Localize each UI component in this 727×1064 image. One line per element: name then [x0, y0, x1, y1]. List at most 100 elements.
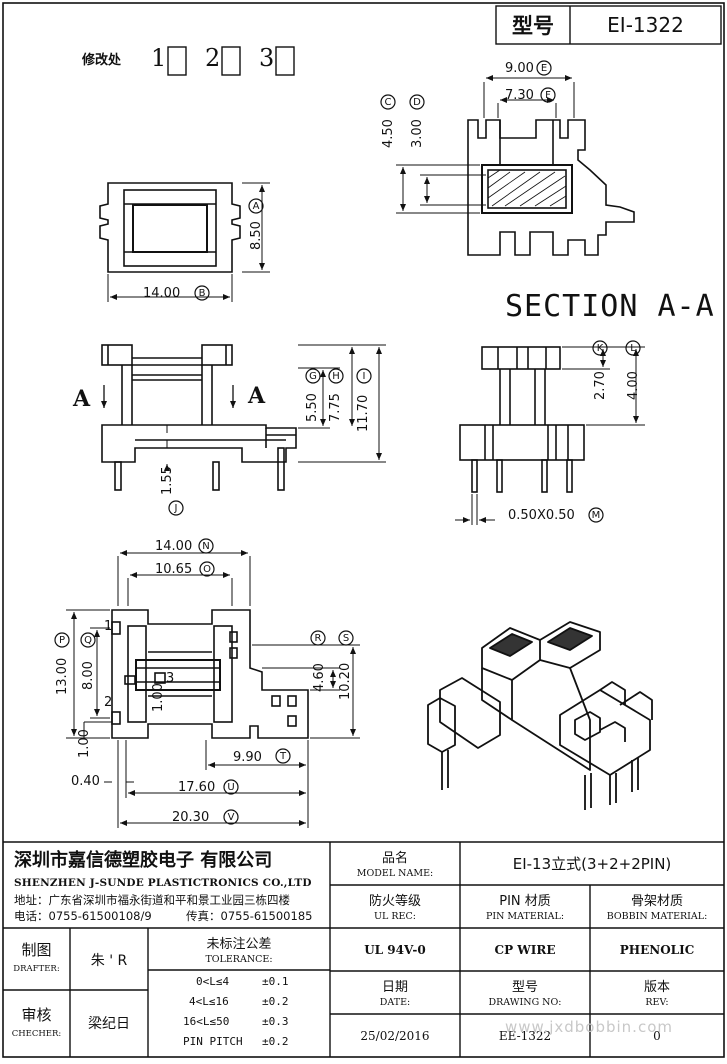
tolerance-range-1: 0<L≤4: [196, 975, 230, 988]
ref-letter-f: F: [545, 89, 551, 101]
tolerance-value-1: ±0.1: [262, 975, 289, 988]
checker-label-cn: 审核: [21, 1005, 52, 1024]
revision-label: 修改处: [82, 53, 122, 68]
dim-j: 1.55: [160, 466, 175, 495]
title-block-grid: [3, 841, 724, 1057]
ul-rec-value: UL 94V-0: [364, 942, 426, 957]
revision-mark-2: 2: [205, 44, 221, 72]
dim-l: 4.00: [626, 371, 641, 400]
tolerance-range-2: 4<L≤16: [189, 995, 229, 1008]
dim-s: 10.20: [338, 662, 353, 700]
dim-o: 10.65: [155, 562, 193, 577]
bobbin-material-label-cn: 骨架材质: [630, 893, 683, 909]
dim-k: 2.70: [593, 371, 608, 400]
tolerance-label-cn: 未标注公差: [206, 936, 272, 952]
dim-u: 17.60: [178, 780, 216, 795]
dim-t: 9.90: [233, 750, 262, 765]
drafter-label-en: DRAFTER:: [13, 964, 60, 974]
ref-letter-b: B: [198, 287, 206, 299]
drafter-value: 朱 ' R: [90, 953, 128, 969]
dim-n: 14.00: [155, 539, 193, 554]
checker-label-en: CHECHER:: [11, 1029, 62, 1039]
dim-f: 7.30: [505, 88, 534, 103]
ref-letter-o: O: [203, 563, 211, 575]
ref-letter-n: N: [202, 540, 210, 552]
ref-letter-k: K: [596, 342, 604, 354]
dim-d: 3.00: [410, 119, 425, 148]
revision-boxes: [167, 46, 295, 76]
bobbin-material-value: PHENOLIC: [619, 942, 695, 957]
ref-letter-c: C: [384, 96, 392, 108]
pin-material-label-en: PIN MATERIAL:: [485, 910, 565, 922]
date-label-cn: 日期: [381, 979, 408, 995]
rev-value: 0: [653, 1028, 661, 1043]
ref-letter-l: L: [630, 342, 636, 354]
isometric-view: [427, 621, 653, 810]
company-phone: 电话：0755-61500108/9: [14, 909, 152, 923]
ref-letter-e: E: [540, 62, 548, 74]
ul-rec-label-en: UL REC:: [374, 910, 416, 922]
revision-mark-3: 3: [259, 44, 275, 72]
ref-letter-a: A: [252, 200, 260, 212]
company-name-en: SHENZHEN J-SUNDE PLASTICTRONICS CO.,LTD: [14, 877, 312, 889]
bottom-view-dims: [66, 550, 360, 828]
ref-letter-d: D: [413, 96, 421, 108]
model-name-value: EI-13立式(3+2+2PIN): [512, 855, 672, 873]
type-value: EI-1322: [607, 13, 684, 37]
ref-letter-u: U: [227, 781, 235, 793]
tolerance-range-4: PIN PITCH: [183, 1035, 243, 1048]
section-title: SECTION A-A: [505, 289, 715, 324]
dim-b: 14.00: [143, 286, 181, 301]
revision-mark-1: 1: [151, 44, 167, 72]
dim-g: 5.50: [305, 393, 320, 422]
section-view: [467, 119, 635, 256]
company-fax: 传真：0755-61500185: [186, 909, 313, 923]
drawing-no-label-en: DRAWING NO:: [488, 996, 562, 1008]
watermark: www.jxdbobbin.com: [505, 1018, 673, 1036]
drawing-no-label-cn: 型号: [511, 979, 538, 995]
pin-label-3: 3: [166, 671, 175, 686]
tolerance-value-4: ±0.2: [262, 1035, 289, 1048]
dim-m: 0.50X0.50: [508, 508, 575, 523]
ref-letter-i: I: [362, 370, 366, 382]
ref-letter-j: J: [174, 502, 178, 514]
company-name-cn: 深圳市嘉信德塑胶电子 有限公司: [14, 850, 273, 871]
front-view: [101, 344, 297, 491]
checker-value: 梁纪日: [88, 1015, 130, 1032]
section-hatch: [487, 169, 567, 207]
tolerance-label-en: TOLERANCE:: [205, 953, 273, 965]
dim-i: 11.70: [356, 394, 371, 432]
section-arrow-label-left: A: [73, 386, 91, 412]
pin-label-2: 2: [104, 695, 113, 710]
dim-w1: 1.00: [151, 683, 166, 712]
drawing-no-value: EE-1322: [498, 1028, 552, 1043]
type-label: 型号: [512, 14, 554, 38]
section-dims: [396, 75, 575, 214]
ref-letter-g: G: [309, 370, 317, 382]
ref-letter-r: R: [314, 632, 322, 644]
front-view-section-arrows: [101, 385, 236, 408]
dim-v: 20.30: [172, 810, 210, 825]
model-name-label-en: MODEL NAME:: [356, 867, 434, 879]
ref-letter-p: P: [58, 634, 66, 646]
ref-letter-s: S: [342, 632, 350, 644]
front-view-dims: [164, 344, 386, 471]
pin-material-label-cn: PIN 材质: [499, 893, 551, 909]
top-view: [99, 182, 241, 273]
company-address: 地址：广东省深圳市福永街道和平和景工业园三栋四楼: [14, 893, 290, 907]
ref-letter-h: H: [332, 370, 340, 382]
dim-p: 13.00: [55, 657, 70, 695]
tolerance-value-2: ±0.2: [262, 995, 289, 1008]
header-box: [495, 5, 722, 45]
date-value: 25/02/2016: [360, 1028, 430, 1043]
dimension-reference-circles: [54, 60, 641, 825]
dim-c: 4.50: [381, 119, 396, 148]
dim-a: 8.50: [249, 221, 264, 250]
model-name-label-cn: 品名: [381, 850, 408, 866]
drafter-label-cn: 制图: [21, 940, 52, 959]
side-view-dims: [455, 346, 645, 525]
pin-label-1: 1: [104, 619, 113, 634]
